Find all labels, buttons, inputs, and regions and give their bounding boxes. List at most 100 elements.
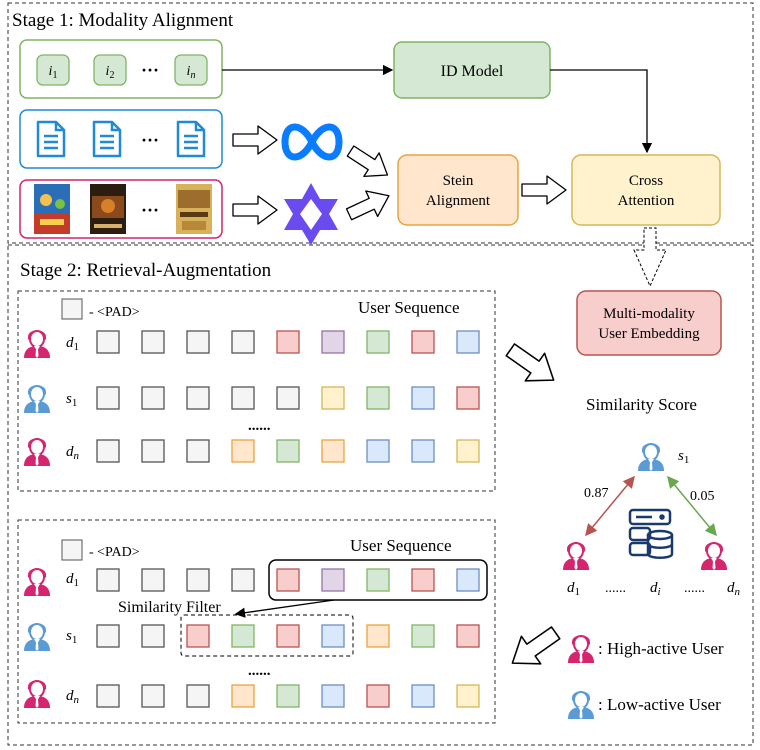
lower-dn-cell-3 xyxy=(186,684,210,708)
legend-high-active-icon xyxy=(567,634,595,664)
upper-s1-cell-9 xyxy=(456,386,480,410)
user-d1-upper-sub: 1 xyxy=(74,341,80,353)
lower-d1-cell-2 xyxy=(141,568,165,592)
qwen-logo-icon xyxy=(284,183,338,245)
block-arrow-to-lower-panel xyxy=(501,618,567,678)
upper-s1-cell-2 xyxy=(141,386,165,410)
user-dn-upper-sub: n xyxy=(74,450,80,462)
svg-text:i1: i1 xyxy=(49,64,58,81)
svg-text:s1: s1 xyxy=(66,391,77,409)
sim-d1-label: d xyxy=(567,580,575,596)
user-dn-upper-label: d xyxy=(66,444,74,460)
user-icon-s1-similarity xyxy=(637,442,665,472)
lower-s1-cell-2 xyxy=(141,624,165,648)
item-ellipsis-1: ··· xyxy=(141,60,159,80)
svg-text:dn: dn xyxy=(66,444,80,462)
upper-s1-cell-5 xyxy=(276,386,300,410)
user-s1-upper-label: s xyxy=(66,391,72,407)
stein-alignment-box xyxy=(397,154,519,226)
item-i1-sub: 1 xyxy=(52,70,57,81)
user-sequence-title-lower: User Sequence xyxy=(350,536,452,555)
svg-text:i2: i2 xyxy=(106,64,115,81)
upper-d1-cell-8 xyxy=(411,330,435,354)
lower-d1-cell-5 xyxy=(276,568,300,592)
lower-dn-cell-1 xyxy=(96,684,120,708)
item-in-sub: n xyxy=(190,70,195,81)
sim-dn-label: d xyxy=(727,580,735,596)
lower-dn-cell-5 xyxy=(276,684,300,708)
user-icon-d1-lower xyxy=(23,567,51,597)
cross-attention-box xyxy=(571,154,721,226)
cross-attention-label-2: Attention xyxy=(618,193,675,209)
block-arrow-to-similarity xyxy=(499,335,565,395)
item-i2-label: i xyxy=(106,64,110,79)
block-arrow-meta-to-stein xyxy=(342,138,396,188)
sim-di-sub: i xyxy=(658,586,661,598)
arrow-id-to-cross xyxy=(550,69,653,154)
lower-dn-cell-9 xyxy=(456,684,480,708)
similarity-score-high: 0.87 xyxy=(584,486,609,501)
user-d1-upper-label: d xyxy=(66,335,74,351)
upper-s1-cell-4 xyxy=(231,386,255,410)
upper-dn-cell-9 xyxy=(456,439,480,463)
similarity-score-low: 0.05 xyxy=(690,489,715,504)
lower-d1-cell-3 xyxy=(186,568,210,592)
user-s1-upper-sub: 1 xyxy=(72,397,78,409)
sim-dn-sub: n xyxy=(735,586,741,598)
block-arrow-text-to-meta xyxy=(232,125,278,155)
lower-d1-cell-1 xyxy=(96,568,120,592)
lower-s1-cell-4 xyxy=(231,624,255,648)
stage2-title: Stage 2: Retrieval-Augmentation xyxy=(20,260,272,281)
upper-sequence-grid xyxy=(96,330,480,463)
upper-dn-cell-1 xyxy=(96,439,120,463)
user-d1-lower-label: d xyxy=(66,571,74,587)
upper-s1-cell-6 xyxy=(321,386,345,410)
lower-d1-cell-7 xyxy=(366,568,390,592)
upper-d1-cell-4 xyxy=(231,330,255,354)
similarity-filter-label: Similarity Filter xyxy=(118,599,221,616)
lower-d1-cell-6 xyxy=(321,568,345,592)
lower-s1-cell-3 xyxy=(186,624,210,648)
item-i2-sub: 2 xyxy=(109,70,114,81)
multimodal-label-2: User Embedding xyxy=(598,326,700,342)
upper-dn-cell-2 xyxy=(141,439,165,463)
user-dn-lower-sub: n xyxy=(74,694,80,706)
upper-dn-cell-6 xyxy=(321,439,345,463)
block-arrow-stein-to-cross xyxy=(521,175,567,205)
lower-s1-cell-8 xyxy=(411,624,435,648)
sim-dots-1: ...... xyxy=(605,581,626,596)
lower-s1-cell-6 xyxy=(321,624,345,648)
item-i2-box xyxy=(93,54,127,86)
upper-dn-cell-7 xyxy=(366,439,390,463)
lower-s1-cell-7 xyxy=(366,624,390,648)
pad-legend-label-lower: - <PAD> xyxy=(89,545,140,560)
multimodal-embedding-box xyxy=(576,290,722,356)
user-icon-d1-similarity xyxy=(562,541,590,571)
svg-text:in: in xyxy=(187,64,196,81)
user-sequence-title-upper: User Sequence xyxy=(358,298,460,317)
block-arrow-qwen-to-stein xyxy=(342,182,396,228)
sim-s1-label: s xyxy=(678,448,684,464)
upper-d1-cell-2 xyxy=(141,330,165,354)
lower-dn-cell-4 xyxy=(231,684,255,708)
poster-image-1 xyxy=(34,184,70,234)
user-icon-dn-lower xyxy=(23,679,51,709)
id-model-label: ID Model xyxy=(441,63,504,80)
user-d1-lower-sub: 1 xyxy=(74,577,80,589)
lower-dn-cell-6 xyxy=(321,684,345,708)
item-ellipsis-2: ··· xyxy=(141,130,159,150)
multimodal-label-1: Multi-modality xyxy=(603,306,695,322)
legend-low-active-label: : Low-active User xyxy=(598,695,721,714)
selected-sequence-box xyxy=(268,559,488,601)
database-icon xyxy=(628,508,674,559)
stein-alignment-label-2: Alignment xyxy=(426,193,491,209)
lower-s1-cell-9 xyxy=(456,624,480,648)
stein-alignment-label-1: Stein xyxy=(443,173,474,189)
upper-d1-cell-7 xyxy=(366,330,390,354)
item-in-box xyxy=(174,54,208,86)
lower-d1-cell-4 xyxy=(231,568,255,592)
pad-legend-label-upper: - <PAD> xyxy=(89,305,140,320)
svg-text:d1: d1 xyxy=(66,335,79,353)
stage1-container xyxy=(7,2,754,244)
